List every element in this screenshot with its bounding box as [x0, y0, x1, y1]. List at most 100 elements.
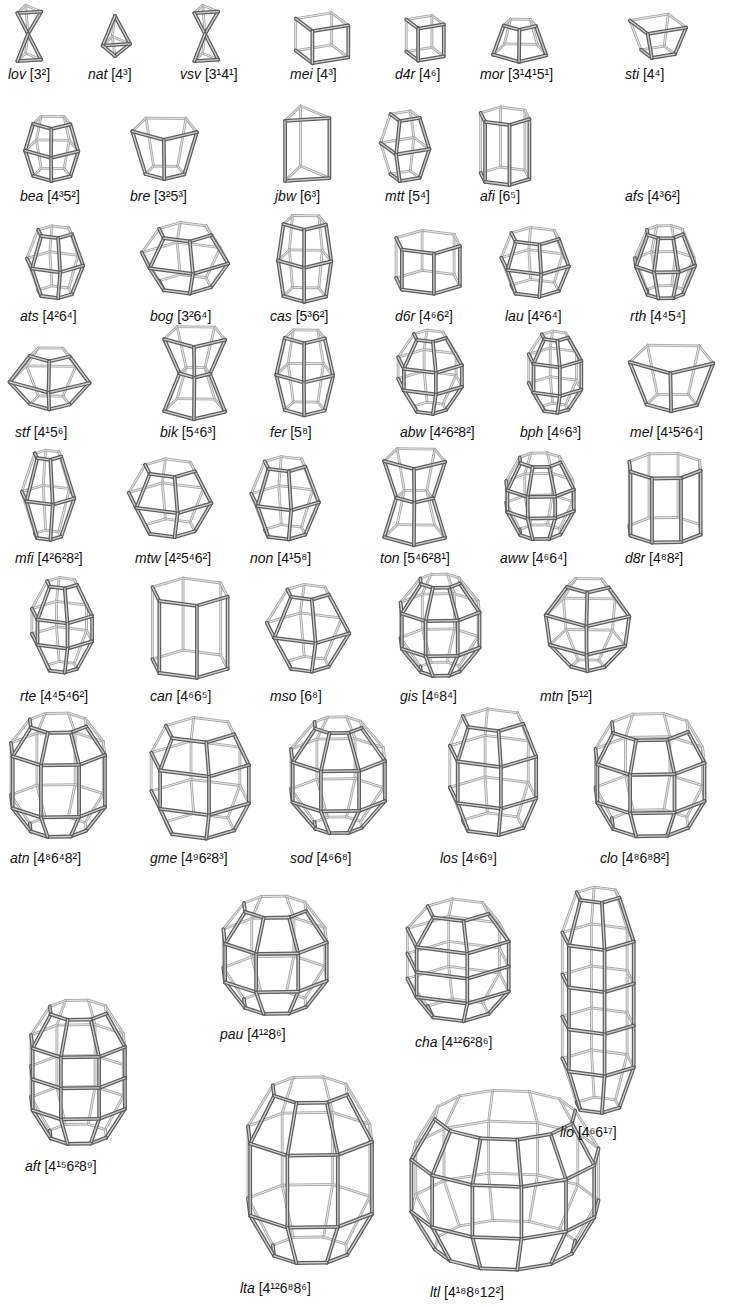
cage-edge	[505, 491, 509, 513]
cage-edge	[544, 411, 557, 413]
cage-edge	[38, 226, 52, 230]
cage-edge	[53, 498, 75, 504]
cage-wireframe	[152, 578, 227, 678]
cage-edge	[27, 365, 76, 367]
cage-edge	[507, 463, 520, 490]
cage-edge	[312, 667, 329, 672]
cage-edge	[536, 26, 547, 55]
cage-edge	[38, 645, 68, 649]
cage-wireframe	[11, 713, 105, 837]
cage-edge	[668, 14, 686, 28]
cage-edge	[293, 329, 318, 330]
cage-edge	[550, 645, 587, 655]
cage-edge	[675, 28, 686, 55]
cage-edge	[697, 363, 714, 405]
cage-edge	[402, 614, 426, 622]
cage-edge	[384, 461, 414, 469]
cage-edge	[51, 124, 70, 128]
cage-edge	[38, 346, 63, 349]
cage-edge	[629, 454, 649, 462]
cage-edge	[529, 119, 530, 179]
cage-edge	[150, 238, 164, 268]
cage-edge	[414, 538, 445, 545]
cage-edge	[60, 266, 83, 273]
cage-edge	[145, 519, 165, 525]
cage-edge	[312, 600, 316, 644]
cage-edge	[49, 383, 90, 393]
cage-edge	[289, 471, 292, 510]
cage-edge	[287, 584, 304, 589]
cage-edge	[180, 223, 206, 226]
cage-edge	[539, 245, 541, 275]
cage-edge	[585, 593, 590, 627]
cage-edge	[61, 498, 74, 536]
cage-edge	[479, 113, 482, 173]
cage-edge	[57, 601, 87, 605]
cage-edge	[151, 753, 152, 791]
cage-wireframe	[296, 13, 349, 63]
cage-edge	[211, 235, 228, 263]
cage-edge	[390, 111, 410, 114]
cage-edge	[68, 616, 93, 623]
cage-edge	[397, 498, 415, 503]
cage-edge	[289, 467, 306, 472]
cage-edge	[417, 340, 433, 342]
cage-edge	[211, 235, 228, 263]
cage-edge	[658, 237, 673, 238]
cage-edge	[162, 459, 165, 483]
cage-edge	[531, 524, 548, 525]
cage-edge	[268, 469, 288, 472]
cage-edge	[32, 627, 57, 634]
cage-edge	[52, 226, 69, 228]
cage-edge	[150, 534, 175, 537]
cage-edge	[278, 261, 304, 268]
cage-edge	[150, 268, 193, 274]
cage-edge	[276, 375, 304, 383]
cage-edge	[550, 377, 552, 404]
cage-edge	[458, 648, 480, 656]
cage-edge	[581, 361, 582, 390]
cage-edge	[50, 252, 78, 256]
cage-edge	[630, 362, 671, 373]
cage-edge	[27, 501, 38, 538]
cage-edge	[194, 340, 225, 347]
cage-edge	[190, 287, 211, 293]
cage-edge	[546, 587, 567, 615]
cage-edge	[77, 585, 92, 616]
cage-edge	[433, 395, 436, 414]
cage-edge	[563, 597, 615, 601]
cage-edge	[304, 225, 326, 230]
cage-edge	[50, 671, 65, 673]
cage-edge	[658, 236, 673, 240]
cage-edge	[276, 338, 285, 375]
cage-edge	[279, 486, 313, 490]
cage-wireframe	[381, 111, 430, 181]
cage-edge	[397, 449, 404, 491]
cage-edge	[587, 646, 626, 655]
cage-edge	[70, 357, 90, 384]
cage-edge	[427, 330, 443, 332]
cage-wireframe	[384, 449, 445, 546]
cage-edge	[289, 216, 292, 250]
cage-edge	[194, 12, 218, 13]
cage-edge	[175, 513, 178, 537]
cage-edge	[175, 477, 178, 513]
cage-edge	[524, 474, 525, 496]
cage-edge	[316, 633, 350, 643]
cage-edge	[397, 498, 415, 503]
cage-edge	[534, 339, 545, 364]
cage-edge	[180, 374, 195, 378]
cage-edge	[528, 495, 556, 499]
cage-edge	[508, 125, 512, 185]
cage-edge	[555, 497, 556, 519]
cage-edge	[164, 238, 190, 241]
cage-edge	[32, 269, 41, 296]
cage-edge	[58, 238, 60, 272]
cage-edge	[41, 817, 48, 837]
cage-edge	[13, 756, 41, 765]
cage-edge	[484, 122, 485, 182]
cage-edge	[27, 458, 38, 501]
cage-edge	[27, 501, 53, 504]
cage-edge	[37, 538, 50, 540]
cage-wireframe	[629, 454, 700, 543]
